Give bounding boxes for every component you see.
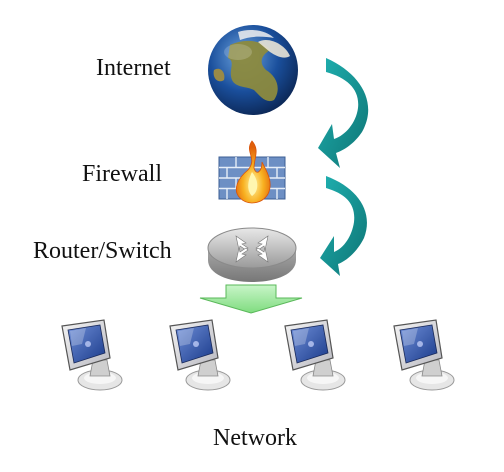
- curved-arrow-top: [318, 58, 369, 168]
- computer-icon: [169, 319, 231, 391]
- network-label: Network: [213, 425, 297, 451]
- curved-arrow-bottom: [320, 176, 367, 276]
- down-arrow: [199, 284, 303, 314]
- router-icon: [207, 227, 297, 282]
- firewall-icon: [218, 140, 286, 204]
- firewall-label: Firewall: [82, 161, 162, 187]
- globe-icon: [208, 25, 298, 115]
- computer-icon: [393, 319, 455, 391]
- router-switch-label: Router/Switch: [33, 238, 172, 264]
- internet-label: Internet: [96, 55, 171, 81]
- computer-icon: [61, 319, 123, 391]
- computer-icon: [284, 319, 346, 391]
